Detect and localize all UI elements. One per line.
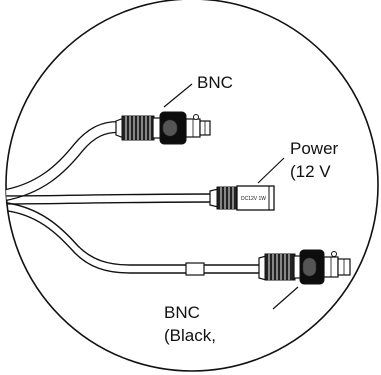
label-bnc-bottom-line2: (Black,: [164, 326, 216, 345]
power-jack: DC12V 1W: [209, 185, 275, 211]
cable-bottom-bnc: [6, 201, 262, 276]
cable-sleeve: [185, 262, 205, 276]
label-power-line1: Power: [290, 139, 339, 158]
leader-line-bnc-top: [163, 83, 193, 108]
label-bnc-bottom-line1: BNC: [164, 303, 200, 322]
bnc-connector-bottom: [258, 249, 351, 285]
leader-line-power: [257, 157, 285, 184]
cable-top-bnc: [6, 121, 119, 202]
bnc-connector-top: [115, 111, 211, 145]
leader-line-bnc-bottom: [272, 286, 299, 310]
cable-power: [6, 193, 213, 205]
dc-jack-marking: DC12V 1W: [241, 196, 266, 202]
cable-assembly: DC12V 1W: [6, 111, 351, 285]
label-power-line2: (12 V: [290, 162, 331, 181]
label-bnc-top: BNC: [197, 73, 233, 92]
